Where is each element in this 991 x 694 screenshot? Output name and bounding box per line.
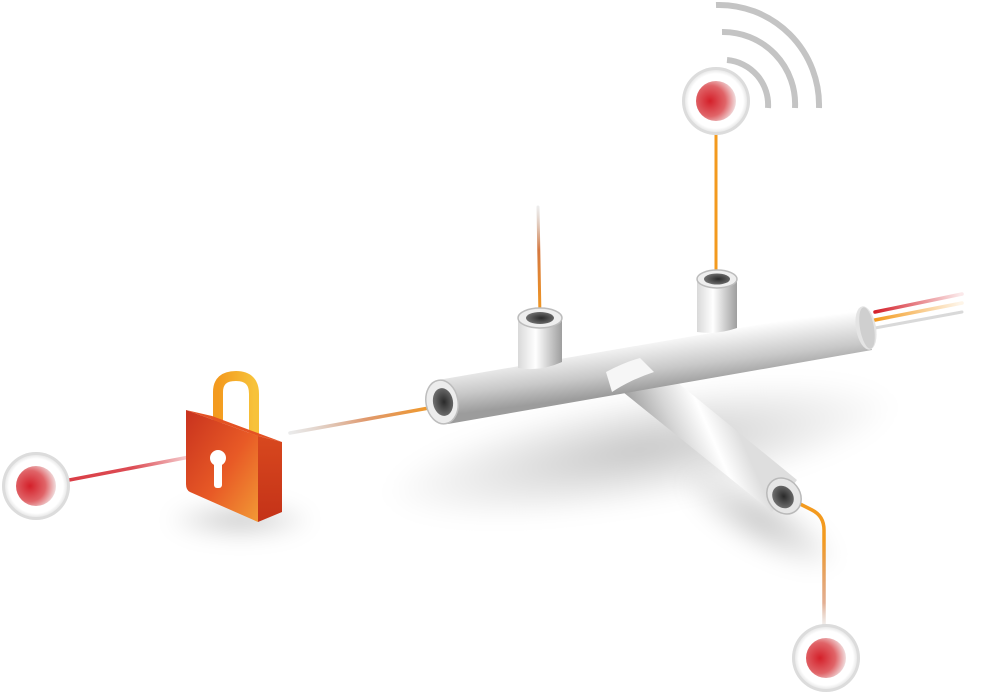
wire-lock-to-pipe	[288, 404, 442, 435]
wire-branch-to-bottom	[778, 492, 826, 632]
pipe-main	[438, 307, 872, 424]
pipe-branch	[608, 360, 797, 512]
wire-vertical-left-stub	[536, 205, 542, 320]
endpoint-wireless	[682, 67, 750, 135]
ground-shadows	[165, 379, 897, 572]
pipe-network	[425, 269, 877, 515]
pipe-stub-right	[696, 269, 738, 333]
endpoint-left	[2, 452, 70, 520]
pipe-stub-left	[517, 307, 563, 370]
wifi-signal-icon	[715, 1, 823, 109]
padlock-icon	[186, 370, 282, 522]
wire-right-exit	[873, 292, 964, 330]
endpoint-bottom	[792, 624, 860, 692]
keyhole-icon	[210, 450, 226, 488]
